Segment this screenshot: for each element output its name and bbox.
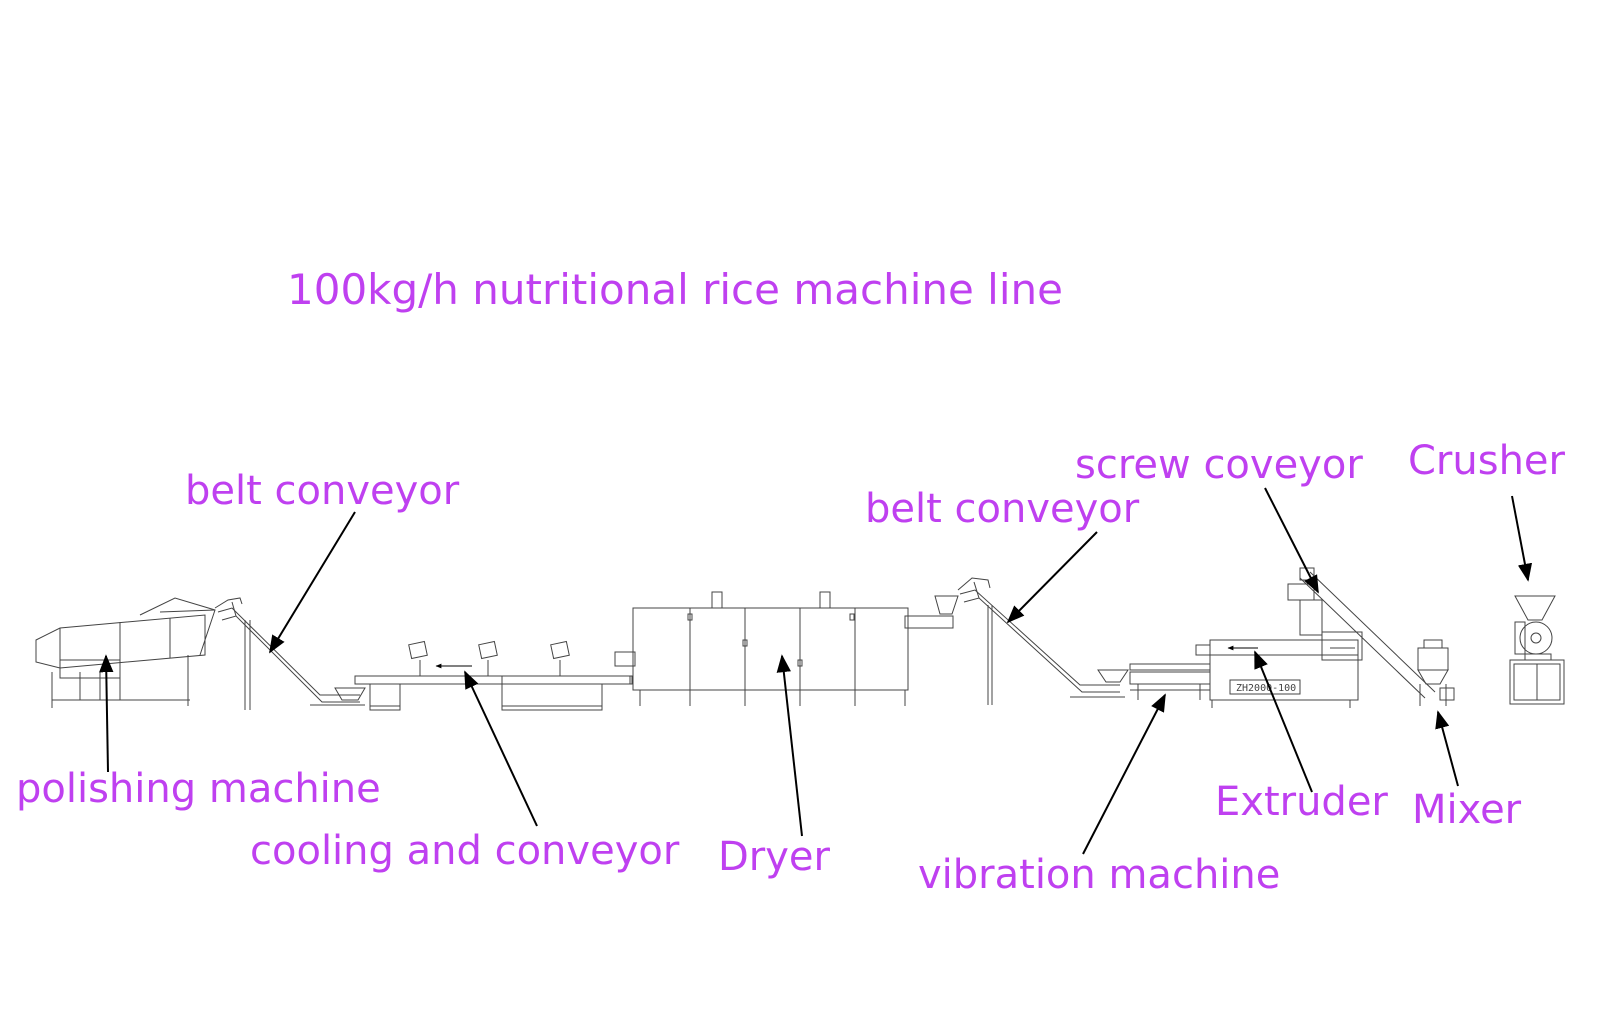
dryer-drawing	[615, 592, 958, 706]
arrow-crusher	[1511, 495, 1533, 582]
arrow-polishing-machine	[99, 654, 114, 773]
arrow-dryer	[776, 654, 803, 837]
polishing-machine-drawing	[36, 598, 215, 708]
diagram-title: 100kg/h nutritional rice machine line	[287, 265, 1063, 314]
label-screw-conveyor: screw coveyor	[1075, 442, 1363, 488]
label-polishing-machine: polishing machine	[16, 766, 381, 812]
arrow-belt-conveyor-1	[269, 511, 356, 654]
label-cooling-conveyor: cooling and conveyor	[250, 828, 680, 874]
label-belt-conveyor-2: belt conveyor	[865, 486, 1140, 532]
arrow-vibration-machine	[1082, 693, 1166, 855]
mixer-drawing	[1418, 640, 1454, 706]
label-crusher: Crusher	[1408, 438, 1566, 484]
crusher-drawing	[1510, 596, 1564, 704]
belt-conveyor-1-drawing	[215, 598, 365, 710]
arrow-belt-conveyor-2	[1006, 531, 1098, 624]
label-belt-conveyor-1: belt conveyor	[185, 468, 460, 514]
arrow-extruder	[1254, 650, 1313, 793]
extruder-nameplate: ZH2000-100	[1236, 683, 1296, 694]
belt-conveyor-2-drawing	[958, 578, 1128, 705]
arrow-cooling-conveyor	[464, 670, 538, 827]
arrow-mixer	[1435, 710, 1459, 787]
cooling-conveyor-drawing	[355, 641, 632, 710]
label-dryer: Dryer	[718, 834, 831, 880]
leader-arrows	[99, 487, 1533, 855]
vibration-machine-drawing	[1130, 664, 1210, 700]
screw-conveyor-drawing	[1300, 568, 1435, 698]
label-mixer: Mixer	[1412, 787, 1522, 833]
extruder-drawing: ZH2000-100	[1196, 584, 1362, 708]
label-vibration-machine: vibration machine	[918, 852, 1280, 898]
label-extruder: Extruder	[1215, 779, 1388, 825]
arrow-screw-conveyor	[1264, 487, 1319, 594]
